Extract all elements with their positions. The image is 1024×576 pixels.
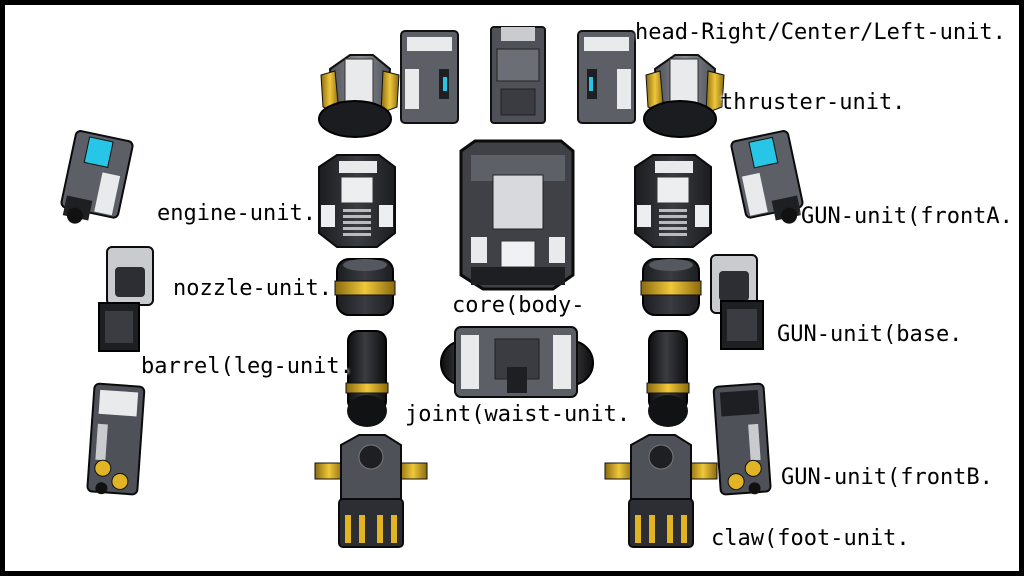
thruster-unit-right [643, 54, 725, 138]
gun-unit-front-b-left [86, 382, 146, 496]
joint-waist-unit [440, 326, 594, 398]
barrel-leg-unit-right [646, 330, 690, 427]
engine-unit-right [634, 154, 712, 248]
label-nozzle-unit: nozzle-unit. [173, 276, 332, 301]
label-gun-unit-front-a: GUN-unit(frontA. [801, 204, 1013, 229]
label-head-unit: head-Right/Center/Left-unit. [635, 20, 1006, 45]
robot-parts-art [60, 26, 804, 548]
head-left-unit [577, 30, 636, 124]
label-claw-foot-unit: claw(foot-unit. [711, 526, 910, 551]
label-engine-unit: engine-unit. [157, 201, 316, 226]
gun-unit-front-b-right [712, 382, 772, 496]
gun-unit-front-a-right [730, 130, 804, 224]
label-gun-unit-base: GUN-unit(base. [777, 322, 963, 347]
core-body-unit [459, 139, 575, 291]
claw-foot-unit-left [314, 434, 428, 548]
label-joint-waist-unit: joint(waist-unit. [405, 402, 631, 427]
label-barrel-leg-unit: barrel(leg-unit. [141, 354, 353, 379]
head-right-unit [400, 30, 459, 124]
claw-foot-unit-right [604, 434, 718, 548]
engine-unit-left [318, 154, 396, 248]
label-thruster-unit: thruster-unit. [720, 90, 906, 115]
nozzle-unit-left [334, 258, 396, 316]
thruster-unit-left [318, 54, 400, 138]
head-center-unit [490, 26, 546, 124]
gun-unit-base-left [98, 246, 154, 352]
nozzle-unit-right [640, 258, 702, 316]
gun-unit-base-right [710, 254, 764, 350]
gun-unit-front-a-left [60, 130, 134, 224]
label-core-body: core(body- [452, 293, 585, 318]
label-gun-unit-front-b: GUN-unit(frontB. [781, 465, 993, 490]
barrel-leg-unit-left [345, 330, 389, 427]
